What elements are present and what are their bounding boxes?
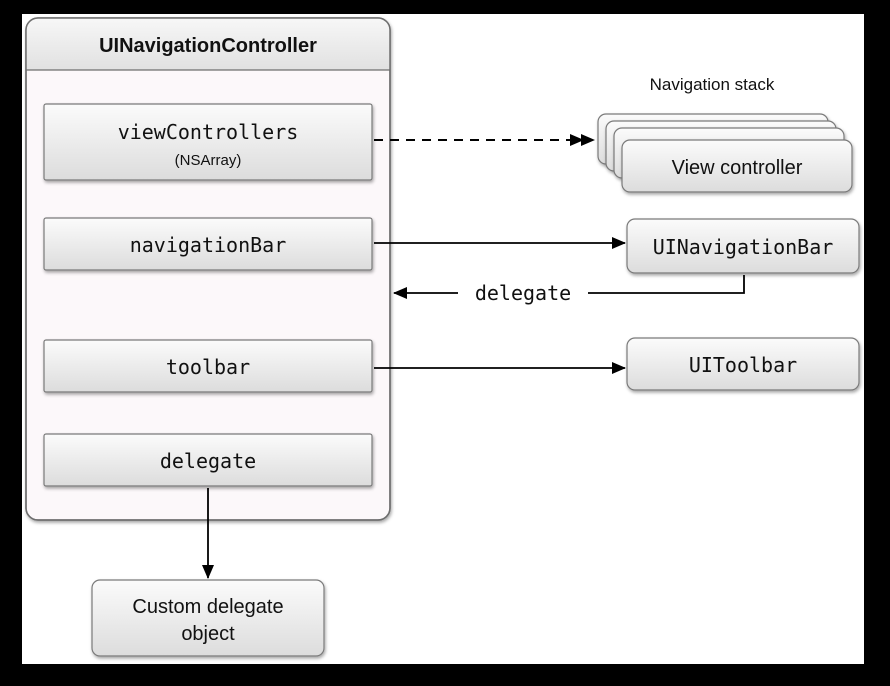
custom-delegate-line1: Custom delegate	[132, 596, 283, 618]
view-controllers-type: (NSArray)	[175, 152, 242, 169]
container-title: UINavigationController	[99, 35, 317, 57]
delegate-label: delegate	[160, 449, 256, 473]
view-controller-label: View controller	[672, 157, 803, 179]
property-toolbar: toolbar	[43, 339, 373, 393]
view-controllers-label: viewControllers	[118, 120, 299, 144]
uitoolbar-label: UIToolbar	[689, 353, 797, 377]
delegate-arrow-label: delegate	[475, 281, 571, 305]
property-navigation-bar: navigationBar	[43, 217, 373, 271]
property-view-controllers: viewControllers (NSArray)	[43, 103, 373, 181]
navigation-bar-label: navigationBar	[130, 233, 287, 257]
arrow-view-controllers-double-head	[570, 134, 584, 146]
uinavigationbar-box: UINavigationBar	[626, 218, 860, 274]
navigation-stack: View controller	[597, 113, 853, 193]
uitoolbar-box: UIToolbar	[626, 337, 860, 391]
toolbar-label: toolbar	[166, 355, 250, 379]
navigation-stack-title: Navigation stack	[650, 75, 775, 94]
property-delegate: delegate	[43, 433, 373, 487]
custom-delegate-line2: object	[181, 623, 235, 645]
custom-delegate-object-box: Custom delegate object	[91, 579, 325, 657]
uinavigationbar-label: UINavigationBar	[653, 235, 834, 259]
stacked-view-controller-front	[621, 139, 853, 193]
arrow-uinavigationbar-delegate	[588, 275, 745, 294]
